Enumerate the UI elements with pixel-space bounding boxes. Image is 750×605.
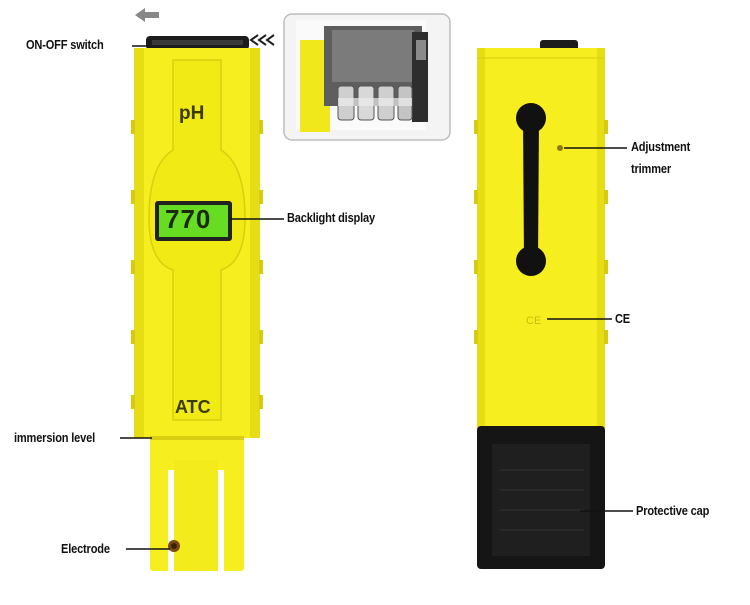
label-immersion-level: immersion level: [14, 430, 95, 445]
label-ce: CE: [615, 311, 631, 326]
ph-label: pH: [179, 103, 205, 124]
backlight-display: [159, 205, 228, 237]
label-protective-cap: Protective cap: [636, 503, 710, 518]
triple-chevron-left-icon: [249, 34, 275, 46]
label-backlight-display: Backlight display: [287, 210, 376, 225]
pocket-clip: [516, 103, 546, 276]
switch-closeup-inset: [283, 13, 451, 141]
label-electrode: Electrode: [61, 541, 110, 556]
back-meter: CE: [474, 40, 608, 569]
back-body: [477, 48, 605, 430]
battery-cells-icon: [337, 85, 413, 121]
label-on-off-switch: ON-OFF switch: [26, 37, 104, 52]
leader-lines: [120, 45, 633, 550]
label-adjustment: Adjustment: [631, 139, 691, 154]
display-reading: 770: [165, 204, 212, 234]
front-meter: [131, 36, 263, 571]
atc-label: ATC: [175, 397, 211, 417]
arrow-left-icon: [135, 8, 159, 22]
adjustment-trimmer: [557, 145, 563, 151]
label-trimmer: trimmer: [631, 161, 671, 176]
ce-mark: CE: [526, 315, 541, 327]
